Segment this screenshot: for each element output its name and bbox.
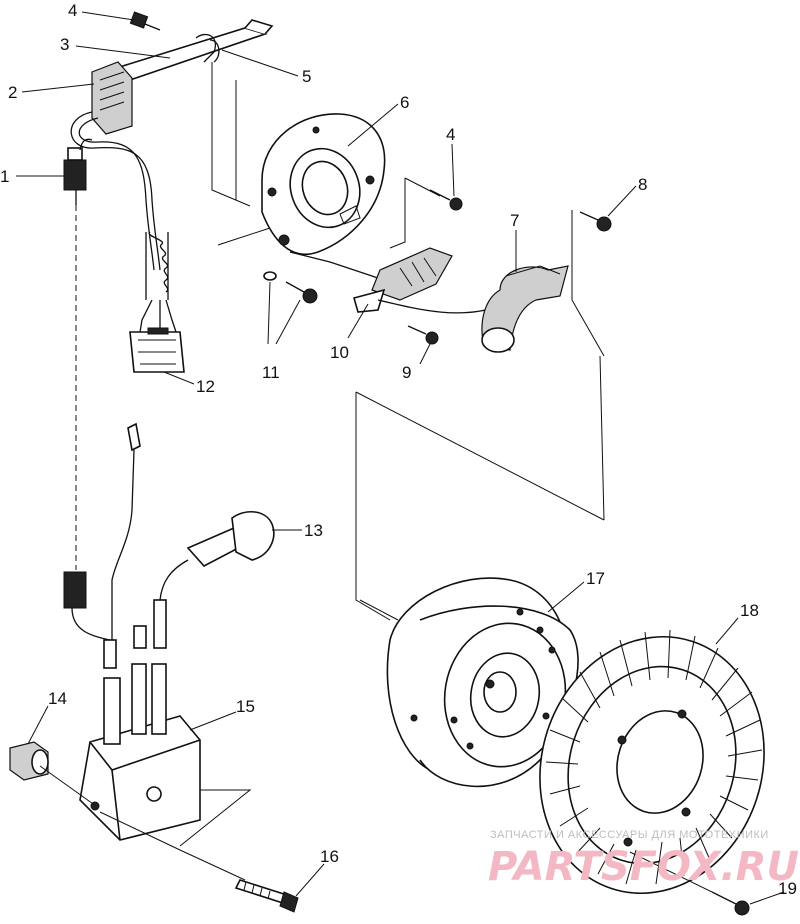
watermark-logo: PARTSFOX.RU xyxy=(488,844,799,890)
callout-11: 11 xyxy=(262,363,280,382)
screw-19-icon xyxy=(711,891,750,916)
flywheel xyxy=(386,577,579,788)
washer-14-icon xyxy=(9,741,49,781)
wire-wrap xyxy=(145,231,169,300)
callout-2: 2 xyxy=(8,83,17,102)
screw-9-icon xyxy=(407,325,439,345)
pickup-coil xyxy=(289,247,501,314)
wiring-harness xyxy=(63,11,274,373)
connector-1-icon xyxy=(63,147,87,205)
callout-9: 9 xyxy=(402,363,411,382)
callout-14: 14 xyxy=(48,689,67,708)
callout-18: 18 xyxy=(740,601,759,620)
callout-19: 19 xyxy=(778,879,797,898)
callout-7: 7 xyxy=(510,211,519,230)
callout-12: 12 xyxy=(196,377,215,396)
callout-10: 10 xyxy=(330,343,349,362)
bolt-top-icon xyxy=(129,11,161,31)
callout-17: 17 xyxy=(586,569,605,588)
callout-13: 13 xyxy=(304,521,323,540)
callout-15: 15 xyxy=(236,697,255,716)
assembly-leaders-upper xyxy=(211,62,605,621)
callout-labels: 1 2 3 4 5 6 4 7 8 9 10 11 12 13 14 15 16… xyxy=(0,1,797,898)
callout-3: 3 xyxy=(60,35,69,54)
assembly-leaders-lower-left xyxy=(39,765,252,881)
stator-plate xyxy=(261,113,386,255)
callout-6: 6 xyxy=(400,93,409,112)
callout-8: 8 xyxy=(638,175,647,194)
screw-11-icon xyxy=(263,271,318,304)
callout-5: 5 xyxy=(302,67,311,86)
coil-lead-wire xyxy=(63,422,141,641)
callout-leaders xyxy=(16,11,785,905)
spark-plug-cap xyxy=(159,511,275,601)
callout-16: 16 xyxy=(320,847,339,866)
callout-1: 1 xyxy=(0,167,9,186)
screw-4-icon xyxy=(429,189,463,211)
callout-4-top: 4 xyxy=(68,1,77,20)
watermark-tagline: ЗАПЧАСТИ И АКСЕССУАРЫ ДЛЯ МОТОТЕХНИКИ xyxy=(490,829,769,841)
ignition-coil xyxy=(79,599,201,841)
bolt-16-icon xyxy=(234,879,299,913)
connector-12-icon xyxy=(129,327,185,373)
screw-8-icon xyxy=(579,211,612,232)
harness-module xyxy=(91,61,133,135)
cooling-fan xyxy=(539,629,765,895)
lighting-coil xyxy=(481,265,569,353)
callout-4-stator: 4 xyxy=(446,125,455,144)
watermark: ЗАПЧАСТИ И АКСЕССУАРЫ ДЛЯ МОТОТЕХНИКИ PA… xyxy=(488,829,799,890)
